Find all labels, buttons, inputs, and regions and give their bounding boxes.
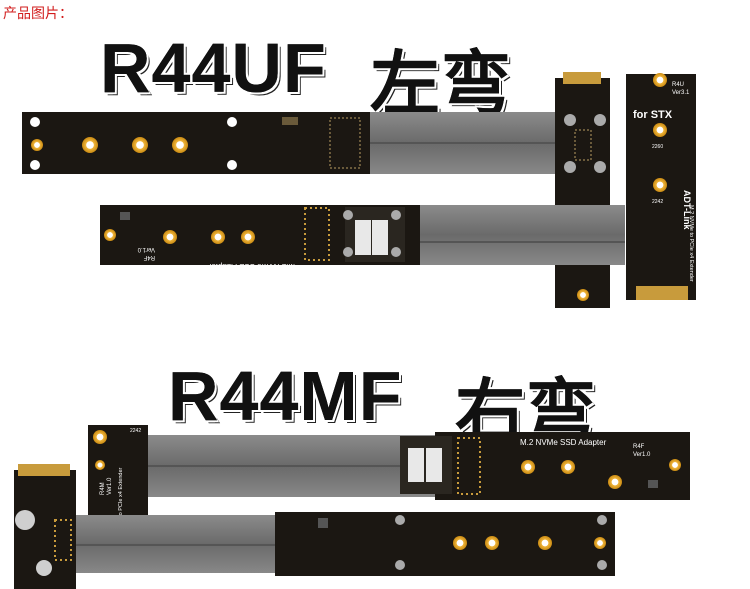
top-long-board — [22, 112, 555, 174]
bottom-adapter-label: M.2 NVMe SSD Adapter — [520, 438, 607, 447]
top-adapter-version: Ver1.0 — [137, 246, 155, 252]
bottom-card-version: Ver1.0 — [107, 477, 113, 495]
bottom-adapter-version: Ver1.0 — [633, 452, 651, 458]
top-model-title: R44UF — [100, 29, 327, 107]
card-version: Ver3.1 — [672, 90, 690, 96]
top-adapter-model: R4F — [143, 254, 155, 260]
top-direction-title: 左弯 — [370, 43, 512, 125]
top-connector-board — [555, 72, 610, 308]
card-brand: ADT-Link — [682, 190, 692, 230]
card-length-2: 2242 — [652, 199, 663, 205]
bottom-adapter-board: M.2 NVMe SSD Adapter R4F Ver1.0 — [125, 432, 690, 500]
header-label: 产品图片： — [3, 6, 73, 22]
card-length-1: 2260 — [652, 144, 663, 150]
bottom-card-description: M.2 Key-M to PCIe x4 Extender — [118, 467, 124, 545]
bottom-model-title: R44MF — [168, 357, 403, 435]
bottom-card-model: R4M — [100, 482, 106, 495]
card-model: R4U — [672, 82, 684, 88]
bottom-card-length: 2242 — [130, 428, 141, 434]
top-adapter-board: M.2 NVMe SSD Adapter R4F Ver1.0 — [100, 205, 625, 271]
top-adapter-label: M.2 NVMe SSD Adapter — [208, 262, 295, 271]
top-card-r4u: for STX R4U Ver3.1 2260 2242 ADT-Link M.… — [626, 73, 696, 300]
card-description: M.2 NVMe to PCIe x4 Extender — [688, 205, 694, 282]
bottom-long-board — [75, 512, 615, 576]
bottom-connector-board — [14, 464, 76, 589]
card-sub-label: for STX — [633, 109, 673, 121]
bottom-adapter-model: R4F — [633, 444, 645, 450]
